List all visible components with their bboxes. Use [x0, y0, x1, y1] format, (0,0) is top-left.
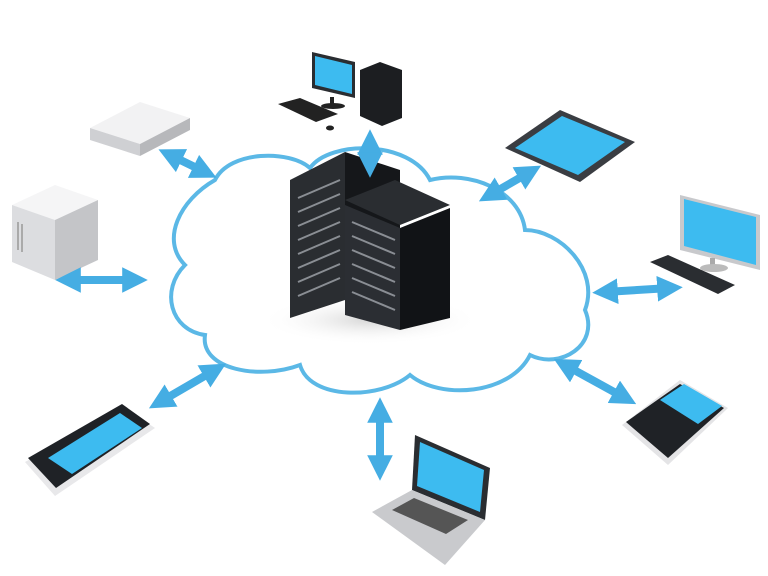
smartphone — [25, 404, 155, 496]
laptop — [372, 435, 490, 565]
network-appliance — [90, 102, 190, 156]
arrow-network-appliance — [158, 149, 217, 178]
tower-server — [12, 185, 98, 280]
arrow-tablet — [478, 165, 542, 202]
desktop-computer — [278, 52, 402, 131]
tablet — [505, 110, 635, 182]
monitor-keyboard — [650, 195, 760, 294]
arrow-monitor — [592, 276, 683, 304]
server-rack — [260, 152, 480, 345]
arrow-qwerty-phone — [553, 358, 637, 405]
qwerty-phone — [622, 380, 728, 465]
arrow-smartphone — [148, 363, 227, 409]
